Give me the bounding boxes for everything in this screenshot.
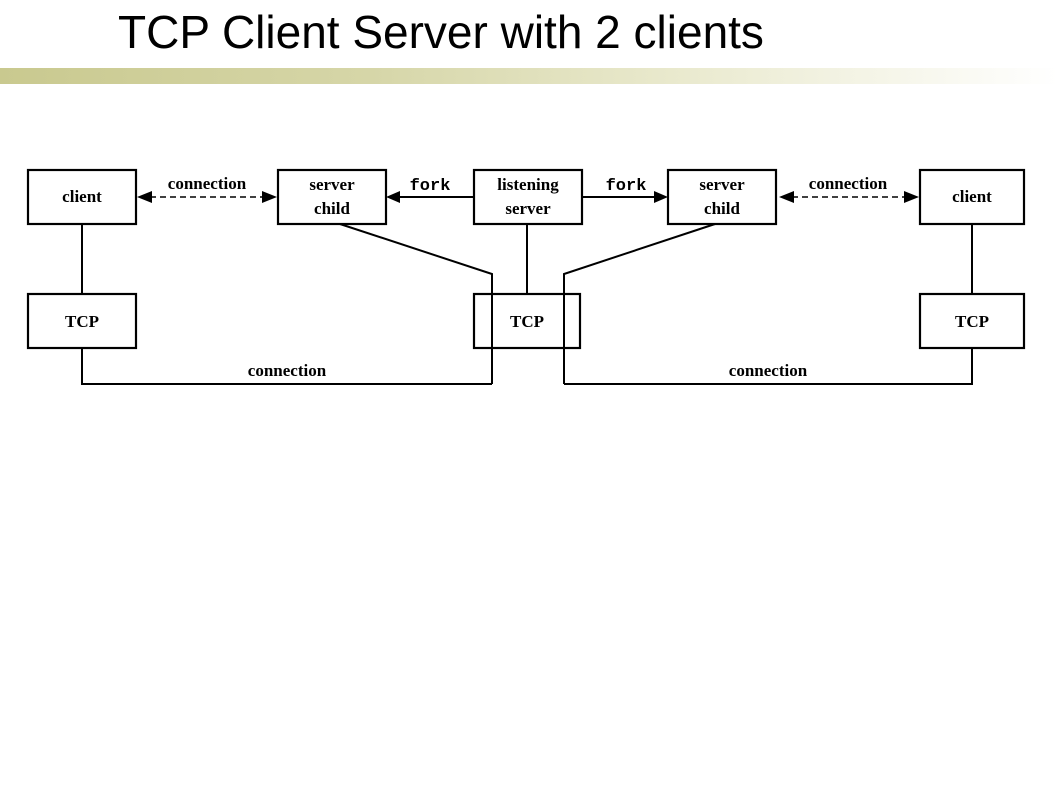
server-child-left-label-line1: server [309, 175, 355, 194]
tcp-left-label: TCP [65, 312, 99, 331]
bottom-connection-left-line [81, 348, 492, 385]
client-left-label: client [62, 187, 102, 206]
bottom-connection-right-line [564, 348, 973, 385]
arrowhead-connection-right-end [904, 191, 919, 203]
tcp-center-box [472, 292, 582, 350]
connection-top-left-label: connection [168, 174, 247, 193]
arrowhead-fork-right [654, 191, 668, 203]
connection-bottom-left-label: connection [248, 361, 327, 380]
server-child-right-label-line2: child [704, 199, 740, 218]
arrowhead-connection-left-end [262, 191, 277, 203]
connection-top-right-label: connection [809, 174, 888, 193]
server-child-right-box [666, 168, 778, 226]
client-right-label: client [952, 187, 992, 206]
server-child-left-box [276, 168, 388, 226]
client-right-box [918, 168, 1026, 226]
tcp-right-box [918, 292, 1026, 350]
arrowhead-connection-left-start [137, 191, 152, 203]
server-child-right-to-tcp-line [563, 223, 716, 384]
fork-right-label: fork [606, 177, 647, 196]
listening-server-label-line2: server [505, 199, 551, 218]
slide-title: TCP Client Server with 2 clients [118, 6, 764, 58]
client-left-box [26, 168, 138, 226]
server-child-right-label-line1: server [699, 175, 745, 194]
connection-bottom-right-label: connection [729, 361, 808, 380]
server-child-left-label-line2: child [314, 199, 350, 218]
tcp-center-label: TCP [510, 312, 544, 331]
tcp-left-box [26, 292, 138, 350]
title-divider [0, 68, 1058, 84]
server-child-left-to-tcp-line [339, 223, 493, 384]
listening-server-label-line1: listening [497, 175, 559, 194]
arrowhead-connection-right-start [779, 191, 794, 203]
listening-server-box [472, 168, 584, 226]
arrowhead-fork-left [386, 191, 400, 203]
fork-left-label: fork [410, 177, 451, 196]
tcp-right-label: TCP [955, 312, 989, 331]
